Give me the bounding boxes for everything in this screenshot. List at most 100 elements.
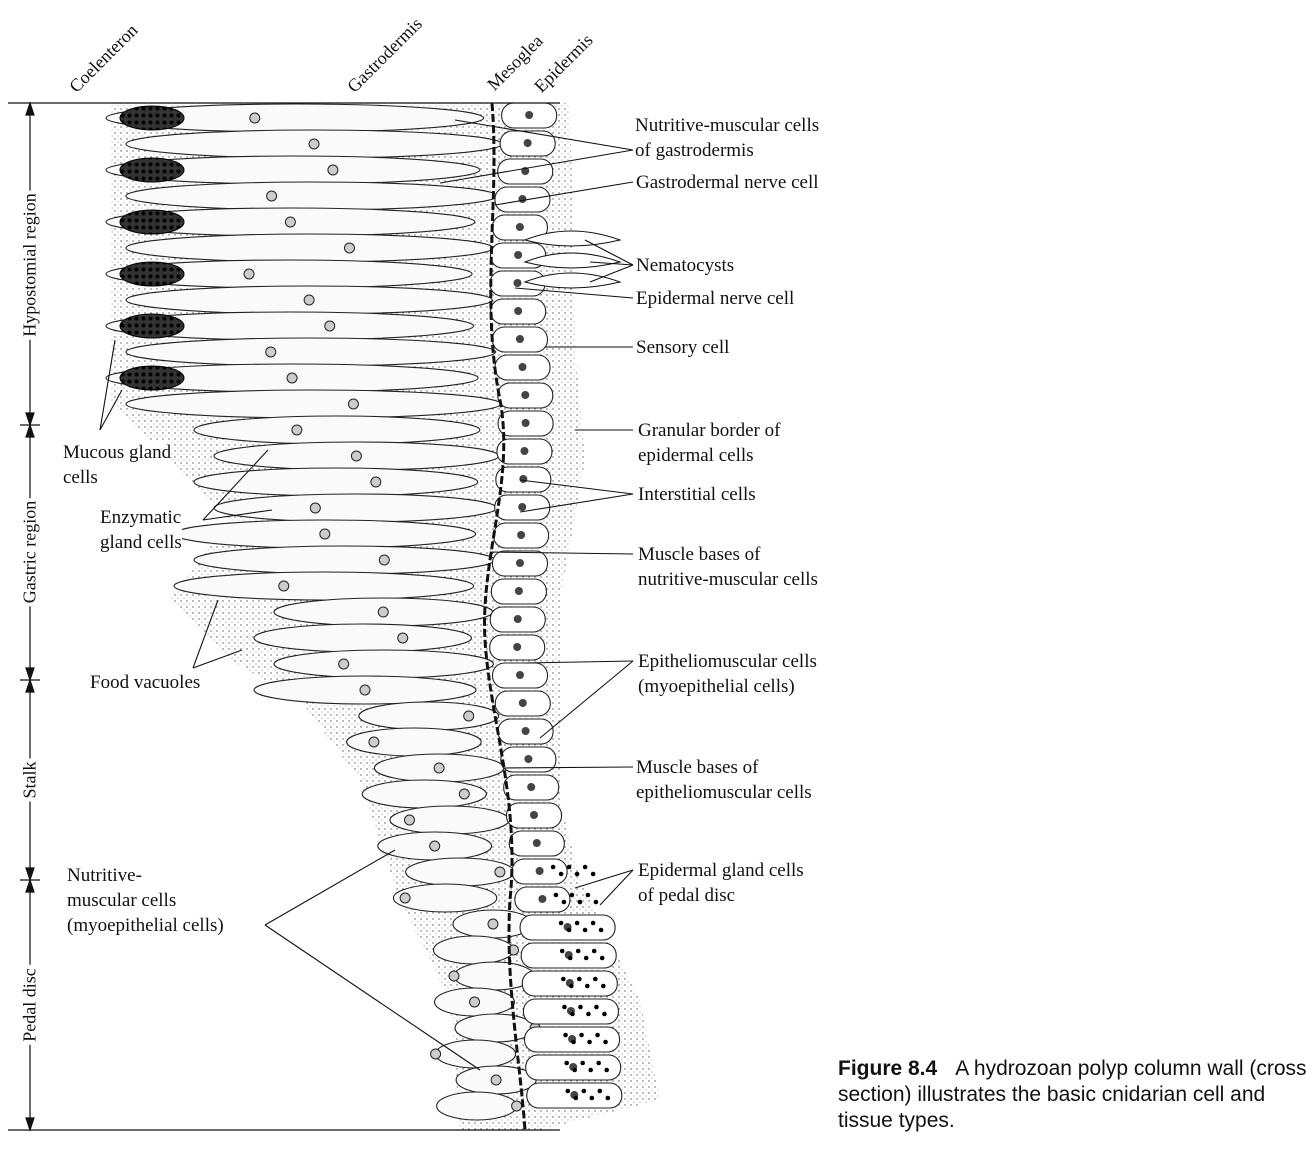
gland-granule xyxy=(572,1067,577,1073)
gland-granule xyxy=(575,948,581,954)
gland-granule xyxy=(561,899,567,905)
cell-nucleus xyxy=(521,391,530,399)
gland-granule xyxy=(586,1011,591,1017)
cell-layer xyxy=(105,102,623,1121)
cell-nucleus xyxy=(284,216,296,228)
cell-nucleus xyxy=(265,346,277,358)
gastrodermal-cell xyxy=(173,571,475,601)
gland-granule xyxy=(589,1095,595,1101)
cell-nucleus xyxy=(463,710,475,722)
region-pedal-disc: Pedal disc xyxy=(19,965,41,1045)
gland-granule xyxy=(585,983,590,989)
cell-nucleus xyxy=(513,279,522,287)
cell-nucleus xyxy=(515,223,524,231)
gastrodermal-cell xyxy=(435,1039,517,1069)
gland-granule xyxy=(561,976,566,982)
cell-nucleus xyxy=(377,606,389,618)
gland-granule xyxy=(570,1011,575,1017)
cell-nucleus xyxy=(278,580,290,592)
mesoglea-line xyxy=(483,102,527,1131)
cell-nucleus xyxy=(523,139,532,147)
cell-nucleus xyxy=(378,554,390,566)
gland-granule xyxy=(604,1067,609,1073)
cell-nucleus xyxy=(517,531,526,539)
cell-nucleus xyxy=(433,762,445,774)
gastrodermal-cell xyxy=(273,649,494,679)
cell-nucleus xyxy=(243,268,255,280)
gland-granule xyxy=(587,1039,592,1045)
mucous-gland-cell xyxy=(119,261,185,287)
cell-nucleus xyxy=(494,866,506,878)
cell-nucleus xyxy=(448,970,460,982)
label-gastrodermal-nerve-cell: Gastrodermal nerve cell xyxy=(636,172,819,193)
gland-granule xyxy=(558,871,564,877)
cell-nucleus xyxy=(538,895,547,903)
cell-nucleus xyxy=(521,419,530,427)
gland-granule xyxy=(566,927,572,933)
gland-granule xyxy=(602,1011,607,1017)
mucous-gland-cell xyxy=(119,365,185,391)
cell-nucleus xyxy=(516,671,524,679)
cell-nucleus xyxy=(429,840,441,852)
gland-granule xyxy=(566,864,572,870)
gland-granule xyxy=(596,1060,601,1066)
gland-granule xyxy=(585,892,591,898)
cell-nucleus xyxy=(527,783,536,791)
label-nutritive-muscular-cells: Nutritive-muscular cells(myoepithelial c… xyxy=(67,865,224,936)
gland-granule xyxy=(599,955,605,961)
region-gastric: Gastric region xyxy=(19,497,41,607)
label-food-vacuoles: Food vacuoles xyxy=(90,672,201,693)
cell-nucleus xyxy=(359,684,371,696)
gland-granule xyxy=(553,892,559,898)
cell-nucleus xyxy=(430,1048,442,1060)
cell-nucleus xyxy=(524,755,533,763)
cell-nucleus xyxy=(324,320,336,332)
gland-granule xyxy=(550,864,556,870)
mucous-gland-cell xyxy=(119,313,185,339)
cell-nucleus xyxy=(368,736,380,748)
gland-granule xyxy=(574,920,580,926)
label-nematocysts: Nematocysts xyxy=(636,255,735,276)
cell-nucleus xyxy=(319,528,331,540)
gastrodermal-cell xyxy=(392,883,498,913)
cell-nucleus xyxy=(515,559,524,567)
cell-nucleus xyxy=(518,503,527,511)
gland-granule xyxy=(563,1032,568,1038)
cell-nucleus xyxy=(513,643,522,651)
cell-nucleus xyxy=(327,164,339,176)
cell-nucleus xyxy=(370,476,382,488)
mucous-gland-cell xyxy=(119,209,185,235)
cell-nucleus xyxy=(521,727,530,735)
gastrodermal-cell xyxy=(358,701,500,731)
label-sensory-cell: Sensory cell xyxy=(636,337,730,358)
gland-granule xyxy=(574,871,580,877)
mucous-gland-cell xyxy=(119,105,185,131)
gland-granule xyxy=(577,976,582,982)
gland-granule xyxy=(590,871,596,877)
cell-nucleus xyxy=(513,615,522,623)
gland-granule xyxy=(598,927,604,933)
gastrodermal-cell xyxy=(253,623,473,653)
gland-granule xyxy=(569,983,574,989)
cell-nucleus xyxy=(490,1074,502,1086)
cell-nucleus xyxy=(469,996,481,1008)
cell-nucleus xyxy=(399,892,411,904)
cell-nucleus xyxy=(511,1100,523,1112)
gastrodermal-cell xyxy=(125,233,494,263)
gland-granule xyxy=(558,920,564,926)
cell-nucleus xyxy=(286,372,298,384)
gland-granule xyxy=(583,955,589,961)
gastrodermal-cell xyxy=(125,337,497,367)
nematocyst xyxy=(523,272,622,289)
gastrodermal-cell xyxy=(125,389,502,419)
gland-granule xyxy=(571,1039,576,1045)
gastrodermal-cell xyxy=(454,1013,536,1043)
cell-nucleus xyxy=(532,839,541,847)
nematocyst xyxy=(523,230,622,247)
gland-granule xyxy=(559,948,565,954)
cell-nucleus xyxy=(518,699,527,707)
